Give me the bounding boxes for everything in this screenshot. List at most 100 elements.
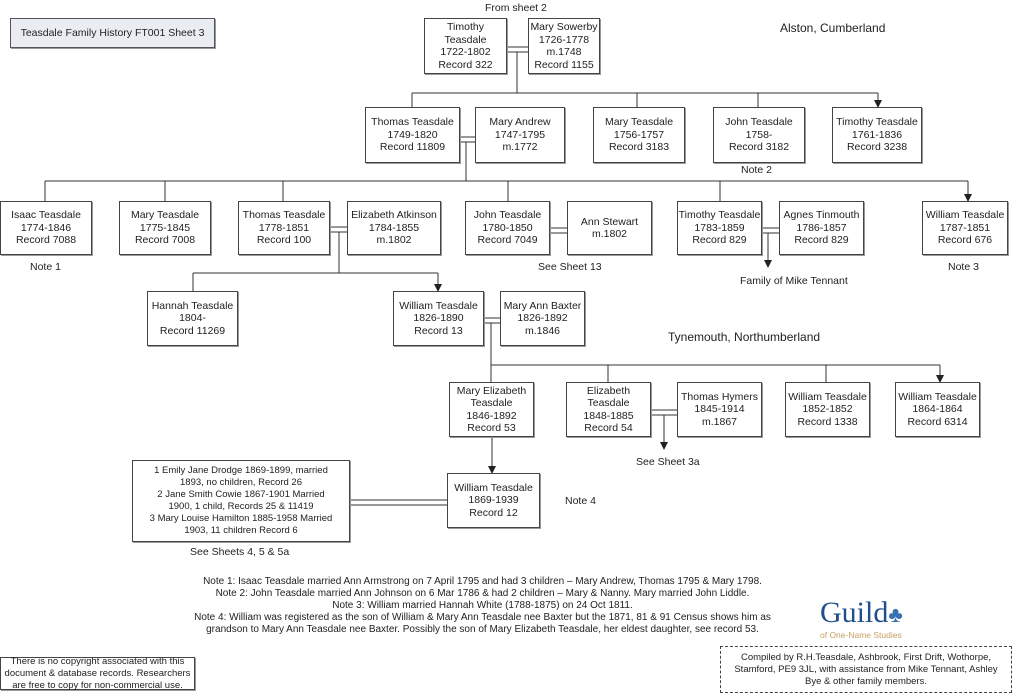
- person-text: Elizabeth: [586, 384, 631, 397]
- person-text: 1848-1885: [583, 409, 634, 422]
- from-sheet-label: From sheet 2: [485, 2, 547, 14]
- person-text: Record 53: [467, 422, 516, 434]
- note-3-text: Note 3: William married Hannah White (17…: [332, 600, 633, 611]
- person-text: 2 Jane Smith Cowie 1867-1901 Married: [157, 489, 325, 500]
- person-text: 1758-: [745, 128, 773, 141]
- person-text: Record 829: [692, 234, 747, 247]
- person-text: Record 100: [256, 234, 312, 247]
- person-text: Record 322: [438, 58, 493, 71]
- person-text: 1756-1757: [613, 128, 665, 141]
- see-sheet-13: See Sheet 13: [538, 261, 602, 273]
- person-text: Record 829: [794, 234, 849, 247]
- person-text: 1 Emily Jane Drodge 1869-1899, married: [154, 465, 328, 476]
- person-text: Record 13: [414, 324, 463, 337]
- person-text: m.1846: [524, 324, 561, 337]
- person-text: William Teasdale: [925, 209, 1005, 222]
- person-text: 1845-1914: [694, 403, 745, 416]
- person-text: Record 7049: [477, 234, 538, 247]
- person-text: 1826-1892: [517, 312, 568, 325]
- person-text: Record 11269: [159, 324, 226, 337]
- person-text: Timothy: [447, 21, 484, 33]
- person-text: 1787-1851: [939, 221, 991, 234]
- person-text: Isaac Teasdale: [11, 209, 81, 222]
- notes-block: Note 1: Isaac Teasdale married Ann Armst…: [150, 576, 815, 636]
- family-of-mike-tennant: Family of Mike Tennant: [740, 275, 848, 287]
- person-text: Mary Teasdale: [604, 116, 674, 129]
- person-text: Record 1338: [797, 415, 858, 428]
- person-text: 1722-1802: [440, 46, 491, 58]
- person-text: 1804-: [179, 312, 206, 325]
- person-text: 1774-1846: [20, 221, 72, 234]
- person-text: Hannah Teasdale: [151, 299, 234, 312]
- person-text: Record 676: [937, 234, 993, 247]
- person-text: Thomas Teasdale: [371, 116, 454, 129]
- person-text: 1893, no children, Record 26: [180, 477, 302, 488]
- person-text: 1749-1820: [387, 128, 438, 141]
- copyright-notice: There is no copyright associated with th…: [0, 656, 195, 691]
- person-text: m.1772: [502, 141, 538, 154]
- person-text: Teasdale: [444, 33, 487, 46]
- person-text: Mary Teasdale: [130, 209, 200, 222]
- guild-logo-text: Guild: [820, 596, 889, 629]
- person-text: Thomas Teasdale: [242, 209, 326, 222]
- location-alston: Alston, Cumberland: [780, 21, 886, 35]
- note3-label: Note 3: [948, 261, 979, 273]
- note-1-text: Note 1: Isaac Teasdale married Ann Armst…: [203, 576, 762, 587]
- person-text: John Teasdale: [473, 209, 542, 222]
- person-text: 1775-1845: [139, 221, 191, 234]
- person-text: 1864-1864: [912, 403, 963, 416]
- person-text: 1852-1852: [802, 403, 853, 416]
- note-4-text: Note 4: William was registered as the so…: [194, 612, 771, 635]
- person-text: Mary Sowerby: [530, 21, 598, 33]
- note2-label: Note 2: [741, 164, 772, 176]
- person-text: 1846-1892: [466, 409, 517, 422]
- location-tynemouth: Tynemouth, Northumberland: [668, 330, 821, 344]
- person-text: Record 6314: [907, 415, 968, 428]
- see-sheet-3a: See Sheet 3a: [636, 456, 700, 468]
- person-text: 1778-1851: [258, 221, 310, 234]
- person-text: Record 3183: [608, 141, 670, 154]
- person-text: Thomas Hymers: [680, 390, 758, 403]
- person-text: 1761-1836: [851, 128, 903, 141]
- person-text: 1783-1859: [694, 221, 745, 234]
- person-text: Record 7008: [134, 234, 196, 247]
- sheet-title: Teasdale Family History FT001 Sheet 3: [10, 18, 215, 48]
- person-text: 1784-1855: [368, 221, 420, 234]
- person-text: Timothy Teasdale: [836, 116, 918, 129]
- person-text: Mary Andrew: [489, 116, 551, 129]
- note-2-text: Note 2: John Teasdale married Ann Johnso…: [215, 588, 750, 599]
- person-text: Agnes Tinmouth: [783, 209, 860, 222]
- person-text: Timothy Teasdale: [678, 209, 761, 222]
- person-text: William Teasdale: [399, 299, 478, 312]
- see-sheets-4-5-5a: See Sheets 4, 5 & 5a: [190, 546, 290, 558]
- tree-icon: ♣: [888, 602, 903, 627]
- person-text: Teasdale: [587, 397, 630, 409]
- person-text: William Teasdale: [788, 390, 867, 403]
- person-text: Mary Elizabeth: [456, 384, 527, 397]
- person-text: Record 7088: [15, 234, 77, 247]
- person-text: m.1867: [701, 415, 738, 428]
- person-text: Elizabeth Atkinson: [351, 209, 437, 222]
- note1-label: Note 1: [30, 261, 61, 273]
- person-text: John Teasdale: [725, 116, 793, 129]
- guild-logo: Guild♣ of One-Name Studies: [820, 598, 930, 642]
- person-text: Record 11809: [379, 141, 446, 154]
